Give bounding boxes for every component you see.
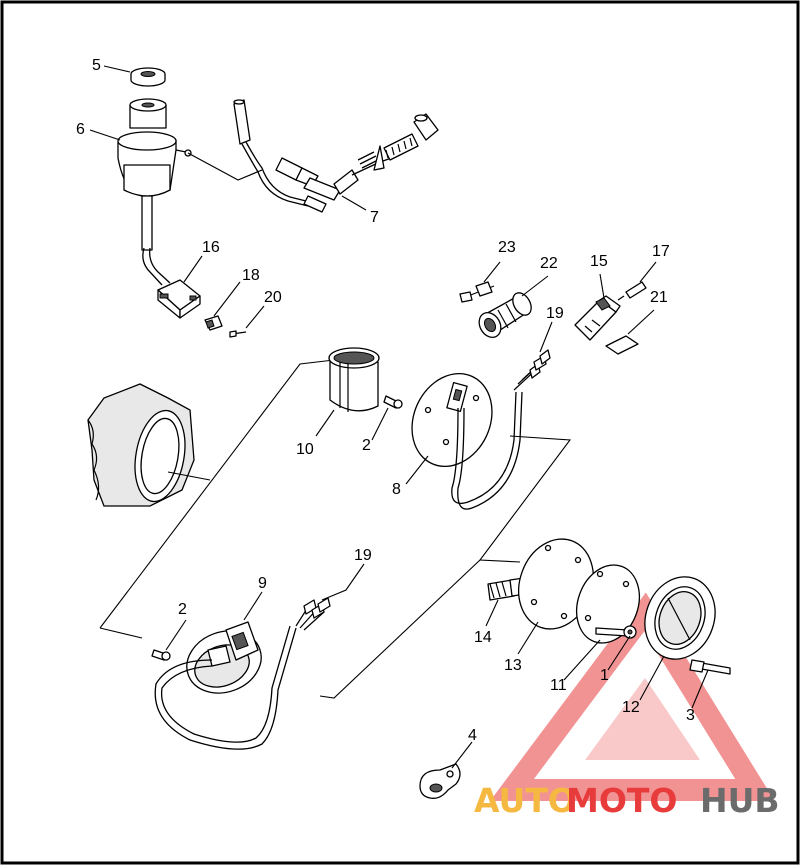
watermark-hub: HUB [700, 781, 780, 820]
callout-15: 15 [590, 253, 608, 270]
part-5-cap [130, 67, 166, 87]
callout-7: 7 [370, 209, 379, 226]
callout-9: 9 [258, 575, 267, 592]
part-23-pin [459, 281, 495, 303]
part-17-terminal [617, 281, 647, 301]
callout-labels: 5 6 7 16 18 20 23 22 15 17 21 19 10 2 8 … [76, 57, 695, 744]
part-15-connector [574, 295, 621, 341]
assembly-outlines [99, 359, 572, 699]
part-9-stator-plate [154, 597, 331, 750]
callout-17: 17 [652, 243, 670, 260]
callout-5: 5 [92, 57, 101, 74]
callout-13: 13 [504, 657, 522, 674]
callout-2-upper: 2 [362, 437, 371, 454]
part-6-ignition-coil [117, 98, 192, 251]
part-1-screw [595, 625, 637, 639]
callout-23: 23 [498, 239, 516, 256]
callout-12: 12 [622, 699, 640, 716]
part-2-screw-lower [151, 649, 171, 661]
watermark-logo [490, 592, 775, 801]
callout-11: 11 [550, 677, 567, 694]
part-18-terminal [204, 315, 223, 331]
callout-3: 3 [686, 707, 695, 724]
callout-10: 10 [296, 441, 314, 458]
callout-16: 16 [202, 239, 220, 256]
callout-14: 14 [474, 629, 492, 646]
part-16-connector [157, 279, 201, 319]
part-20-pin [229, 330, 247, 338]
engine-case-section [87, 383, 195, 507]
callout-4: 4 [468, 727, 477, 744]
part-2-screw-upper [383, 395, 403, 409]
part-22-grommet [478, 292, 532, 338]
part-7-spark-plug-wires [187, 99, 439, 213]
watermark-auto: AUTO [474, 781, 576, 820]
part-8-sensor-plate [411, 349, 551, 510]
callout-22: 22 [540, 255, 558, 272]
watermark-text: AUTO MOTO HUB [474, 781, 780, 820]
callout-20: 20 [264, 289, 282, 306]
callout-19-upper: 19 [546, 305, 564, 322]
leader-lines [89, 65, 709, 769]
callout-6: 6 [76, 121, 85, 138]
callout-18: 18 [242, 267, 260, 284]
callout-1: 1 [600, 667, 609, 684]
part-21-lock [605, 335, 639, 355]
part-4-clip [419, 763, 461, 799]
watermark-moto: MOTO [566, 781, 677, 820]
callout-21: 21 [650, 289, 668, 306]
callout-2-lower: 2 [178, 601, 187, 618]
part-3-screw [689, 659, 731, 675]
coil-harness [142, 247, 171, 286]
part-10-rotor-cup [328, 347, 380, 412]
part-11-gasket [576, 564, 640, 644]
callout-19-lower: 19 [354, 547, 372, 564]
part-12-timer-cover [644, 576, 716, 660]
callout-8: 8 [392, 481, 401, 498]
